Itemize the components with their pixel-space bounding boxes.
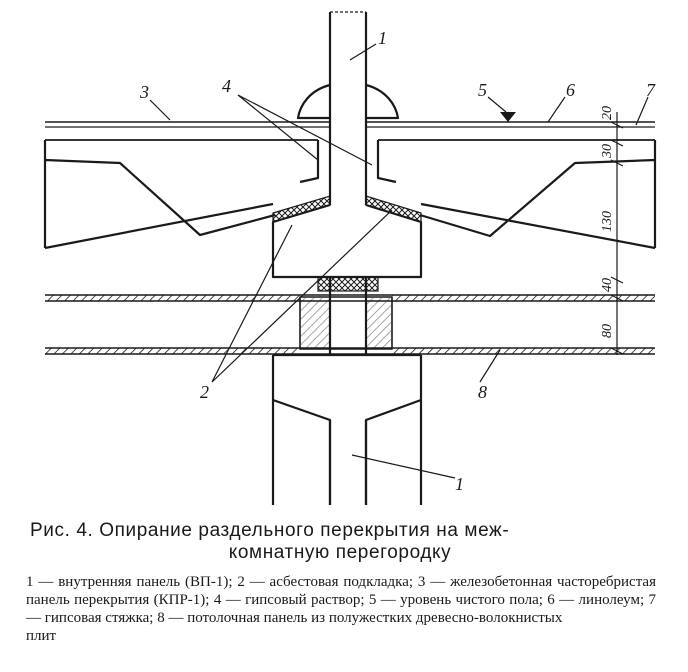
section-drawing: 1 3 4 5 6 7 2 8 1 20 30 130 40 80 bbox=[43, 11, 657, 505]
callout-1-top: 1 bbox=[378, 28, 387, 48]
floor-level-marker bbox=[500, 112, 516, 122]
ceiling-layer-left-bottom bbox=[45, 348, 300, 354]
leader-2a bbox=[211, 224, 293, 383]
leader-3 bbox=[149, 99, 171, 121]
ribbed-slab-right bbox=[376, 140, 657, 250]
ceiling-layer-right-bottom bbox=[392, 348, 655, 354]
caption-line-2: комнатную перегородку bbox=[228, 542, 452, 563]
plinth-left bbox=[296, 83, 331, 120]
ceiling-layer-right bbox=[392, 295, 655, 301]
leader-4b bbox=[237, 94, 373, 166]
asbestos-pad-right bbox=[365, 195, 422, 223]
lower-panel-slot bbox=[328, 420, 368, 505]
dimension-ticks bbox=[610, 121, 624, 355]
asbestos-pad-left bbox=[272, 195, 331, 223]
callout-1-bottom: 1 bbox=[455, 474, 464, 494]
leader-6 bbox=[547, 96, 566, 123]
figure-legend: 1 — внутренняя панель (ВП-1); 2 — асбест… bbox=[26, 573, 656, 645]
dim-80: 80 bbox=[600, 324, 615, 338]
gypsum-joint bbox=[299, 296, 393, 350]
gypsum-fill-left bbox=[301, 298, 329, 348]
ribbed-slab-left bbox=[43, 140, 320, 250]
leader-5 bbox=[487, 96, 507, 113]
upper-partition-panel bbox=[328, 12, 368, 205]
dim-40: 40 bbox=[600, 278, 615, 292]
asbestos-pad-center bbox=[317, 276, 379, 292]
caption-line-1: Рис. 4. Опирание раздельного перекрытия … bbox=[30, 520, 510, 541]
leader-1-bottom bbox=[351, 454, 456, 479]
callout-7: 7 bbox=[646, 80, 656, 100]
ceiling-layer-left bbox=[45, 295, 300, 301]
dim-20: 20 bbox=[600, 106, 615, 120]
callout-6: 6 bbox=[566, 80, 575, 100]
plinth-right bbox=[365, 83, 400, 120]
figure-caption: Рис. 4. Опирание раздельного перекрытия … bbox=[30, 520, 650, 564]
leader-8 bbox=[479, 349, 501, 383]
dim-130: 130 bbox=[600, 211, 615, 232]
callout-3: 3 bbox=[139, 82, 149, 102]
leader-2b bbox=[211, 209, 393, 383]
leader-1-top bbox=[349, 43, 377, 61]
callout-8: 8 bbox=[478, 382, 487, 402]
callout-5: 5 bbox=[478, 80, 487, 100]
leader-7 bbox=[635, 96, 649, 126]
gypsum-fill-right bbox=[367, 298, 391, 348]
leader-4a bbox=[237, 94, 319, 161]
callout-2: 2 bbox=[200, 382, 209, 402]
legend-text: 1 — внутренняя панель (ВП-1); 2 — асбест… bbox=[26, 574, 656, 626]
lower-partition-panel bbox=[271, 353, 423, 505]
legend-last-line: плит bbox=[26, 628, 57, 644]
dim-30: 30 bbox=[600, 144, 615, 159]
callout-4: 4 bbox=[222, 76, 231, 96]
